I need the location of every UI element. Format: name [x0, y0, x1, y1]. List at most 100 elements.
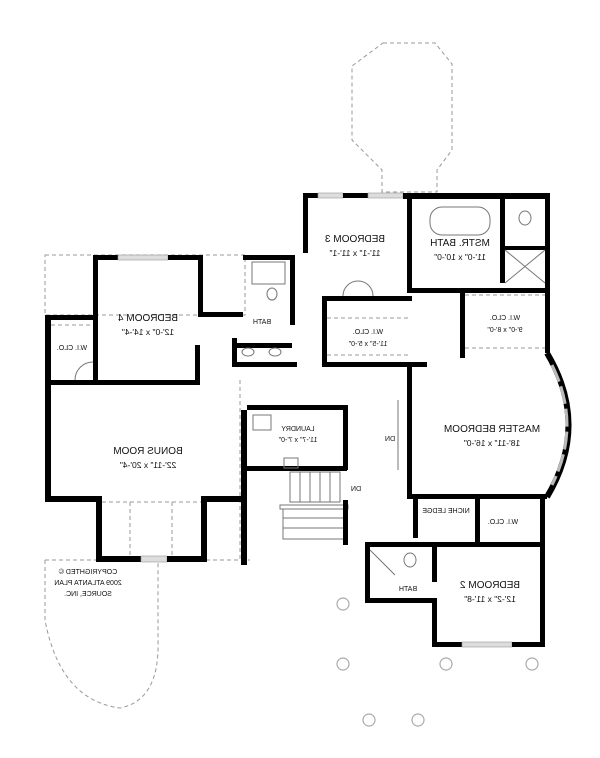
wall	[365, 542, 370, 602]
wall	[322, 296, 327, 366]
mstr-bath-size: 11'-0" x 10'-0"	[434, 252, 486, 262]
bath-upper-label: BATH	[253, 319, 271, 326]
bay-windows	[550, 364, 569, 486]
tub-icon	[429, 206, 491, 236]
deck-outline	[44, 254, 246, 316]
wall	[545, 193, 550, 353]
wic-bed2-label: W.I. CLO.	[488, 519, 518, 526]
wall	[322, 296, 412, 301]
wall	[407, 494, 547, 499]
column-icon	[439, 657, 453, 671]
wall	[168, 255, 200, 260]
wall	[198, 255, 203, 315]
master-bedroom-size: 18'-11" x 16'-0"	[464, 438, 520, 448]
toilet-icon	[403, 552, 417, 568]
porch-outline	[44, 560, 159, 709]
dn-label-stair: DN	[351, 486, 361, 493]
laundry-size: 11'-7" x 7'-0"	[278, 437, 317, 444]
wall	[432, 598, 437, 646]
wall	[96, 496, 102, 560]
column-icon	[411, 713, 425, 727]
wall	[365, 542, 545, 547]
bonus-room-label: BONUS ROOM	[113, 446, 182, 457]
window	[367, 192, 404, 199]
wall	[512, 642, 545, 647]
toilet-icon	[266, 287, 278, 301]
wall	[407, 362, 412, 497]
wall	[407, 193, 412, 293]
window	[317, 192, 344, 199]
wall	[343, 405, 348, 470]
copyright-line-1: COPYRIGHTED ©	[58, 568, 117, 576]
column-icon	[362, 713, 376, 727]
wall	[201, 500, 207, 562]
bath-lower-label: BATH	[399, 586, 417, 593]
bedroom4-label: BEDROOM 4	[118, 313, 178, 324]
wall	[93, 255, 98, 385]
copyright-line-3: SOURCE, INC.	[64, 591, 112, 598]
laundry-label: LAUNDRY	[281, 426, 315, 433]
room-labels: BEDROOM 3 11'-1" x 11'-1" MSTR. BATH 11'-0…	[54, 234, 540, 604]
sink-icon	[268, 347, 282, 357]
wic-hall-label: W.I. CLO.	[353, 329, 383, 336]
wic-master-label: W.I. CLO.	[490, 315, 520, 322]
wic-hall-size: 11'-5" x 5'-0"	[348, 341, 387, 348]
column-icon	[525, 657, 539, 671]
wall	[167, 556, 207, 562]
bedroom2-label: BEDROOM 2	[460, 580, 520, 591]
wall	[540, 497, 545, 545]
wall	[303, 193, 318, 198]
wall	[195, 345, 200, 385]
wall	[201, 496, 247, 502]
dryer-icon	[283, 457, 299, 469]
bedroom3-size: 11'-1" x 11'-1"	[329, 248, 380, 258]
wic-bed4-label: W.I. CLO.	[57, 345, 87, 352]
wall	[365, 598, 435, 603]
wall	[303, 193, 308, 253]
wall	[198, 312, 243, 317]
copyright-line-2: 2009 ATLANTA PLAN	[54, 580, 121, 587]
wall	[322, 362, 427, 367]
wall	[45, 315, 95, 320]
wall	[403, 193, 548, 199]
door-swing	[74, 361, 94, 381]
shower-icon	[504, 249, 546, 284]
staircase	[279, 471, 349, 540]
wall	[45, 385, 51, 500]
wall	[247, 405, 347, 410]
wall	[432, 542, 437, 582]
wall	[432, 642, 462, 647]
window	[117, 254, 169, 261]
wall	[232, 343, 292, 348]
niche-ledge-label: NICHE LEDGE	[422, 508, 470, 515]
wall	[413, 498, 418, 538]
wall	[232, 362, 297, 367]
washer-icon	[252, 414, 272, 431]
wic-master-size: 9'-0" x 8'-0"	[487, 327, 523, 334]
bedroom4-size: 12'-0" x 14'-4"	[122, 327, 174, 337]
bedroom2-size: 12'-2" x 11'-8"	[464, 594, 516, 604]
wall	[45, 496, 100, 502]
bay-outline	[351, 42, 453, 193]
sink-icon	[241, 347, 255, 357]
wall	[93, 255, 118, 260]
tub-icon	[251, 261, 286, 285]
toilet-icon	[518, 210, 532, 226]
wall	[232, 338, 237, 366]
wall	[500, 193, 505, 283]
mstr-bath-label: MSTR. BATH	[430, 238, 490, 249]
wall	[243, 255, 293, 260]
wall	[412, 288, 550, 293]
shower-icon	[369, 549, 396, 576]
window	[140, 555, 168, 563]
wall	[96, 556, 141, 562]
column-icon	[336, 597, 350, 611]
wall	[343, 193, 368, 198]
bedroom3-label: BEDROOM 3	[325, 234, 385, 245]
wall	[290, 255, 295, 325]
wall	[475, 498, 480, 543]
wall	[241, 410, 247, 565]
wall	[45, 380, 200, 385]
master-bedroom-label: MASTER BEDROOM	[444, 424, 540, 435]
